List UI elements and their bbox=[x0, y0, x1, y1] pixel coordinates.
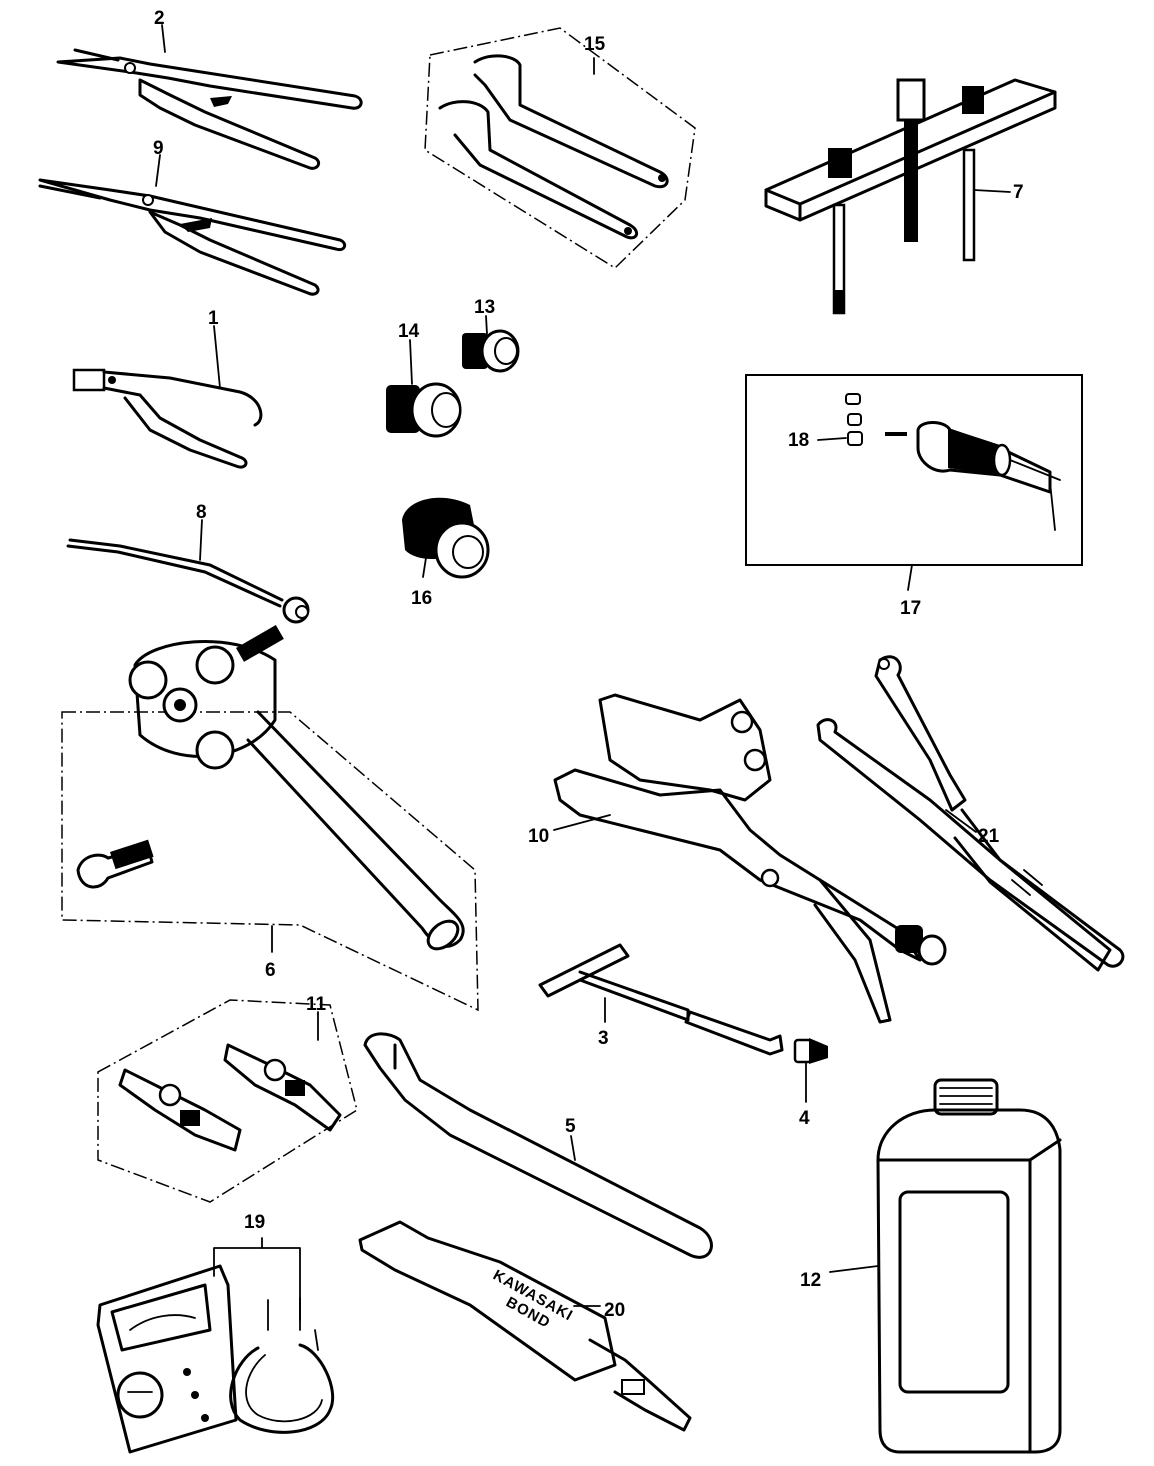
tool-1-pliers bbox=[72, 368, 263, 469]
tool-20-kawasaki-bond-tube: KAWASAKI BOND bbox=[358, 1220, 692, 1432]
leader-lines bbox=[155, 24, 1011, 1307]
callout-19: 19 bbox=[244, 1212, 265, 1233]
callout-4: 4 bbox=[799, 1108, 810, 1129]
tool-14-adapter bbox=[386, 382, 462, 438]
callout-14: 14 bbox=[398, 321, 420, 342]
tool-2-snap-ring-pliers bbox=[56, 48, 363, 170]
tool-9-snap-ring-pliers bbox=[38, 178, 347, 296]
callout-20: 20 bbox=[604, 1300, 625, 1321]
tool-6-holder bbox=[61, 625, 479, 1012]
tool-5-hook-wrench bbox=[363, 1032, 713, 1259]
tool-21-holder bbox=[816, 655, 1125, 972]
tool-19-bracket bbox=[213, 1237, 301, 1331]
callout-13: 13 bbox=[474, 297, 495, 318]
callout-12: 12 bbox=[800, 1270, 821, 1291]
tool-7-puller bbox=[764, 78, 1057, 315]
tool-19-multimeter bbox=[96, 1264, 335, 1454]
tool-13-adapter bbox=[462, 329, 520, 373]
callout-5: 5 bbox=[565, 1116, 576, 1137]
callout-1: 1 bbox=[208, 308, 219, 329]
tool-16-adapter bbox=[402, 497, 490, 579]
callout-6: 6 bbox=[265, 960, 276, 981]
callout-2: 2 bbox=[154, 8, 165, 29]
tool-10-locking-pliers bbox=[553, 693, 947, 1024]
callout-11: 11 bbox=[306, 994, 327, 1015]
callout-7: 7 bbox=[1013, 182, 1024, 203]
tool-12-bottle bbox=[876, 1078, 1062, 1454]
callout-10: 10 bbox=[528, 826, 549, 847]
callout-16: 16 bbox=[411, 588, 432, 609]
callout-labels: 2 9 1 8 15 7 13 14 16 18 17 6 11 10 21 3… bbox=[153, 8, 1024, 1321]
callout-3: 3 bbox=[598, 1028, 609, 1049]
tool-17-box bbox=[745, 374, 1083, 566]
callout-18: 18 bbox=[788, 430, 809, 451]
tool-15-hook-wrenches bbox=[424, 27, 696, 269]
tool-4-adapter bbox=[793, 1038, 828, 1064]
tool-3-t-handle bbox=[538, 943, 784, 1056]
callout-9: 9 bbox=[153, 138, 164, 159]
callout-8: 8 bbox=[196, 502, 207, 523]
callout-15: 15 bbox=[584, 34, 606, 55]
tool-18-bits bbox=[845, 393, 863, 446]
tool-11-adapters bbox=[97, 999, 358, 1203]
tool-8-rod bbox=[66, 538, 310, 624]
callout-21: 21 bbox=[978, 826, 1000, 847]
callout-17: 17 bbox=[900, 598, 921, 619]
